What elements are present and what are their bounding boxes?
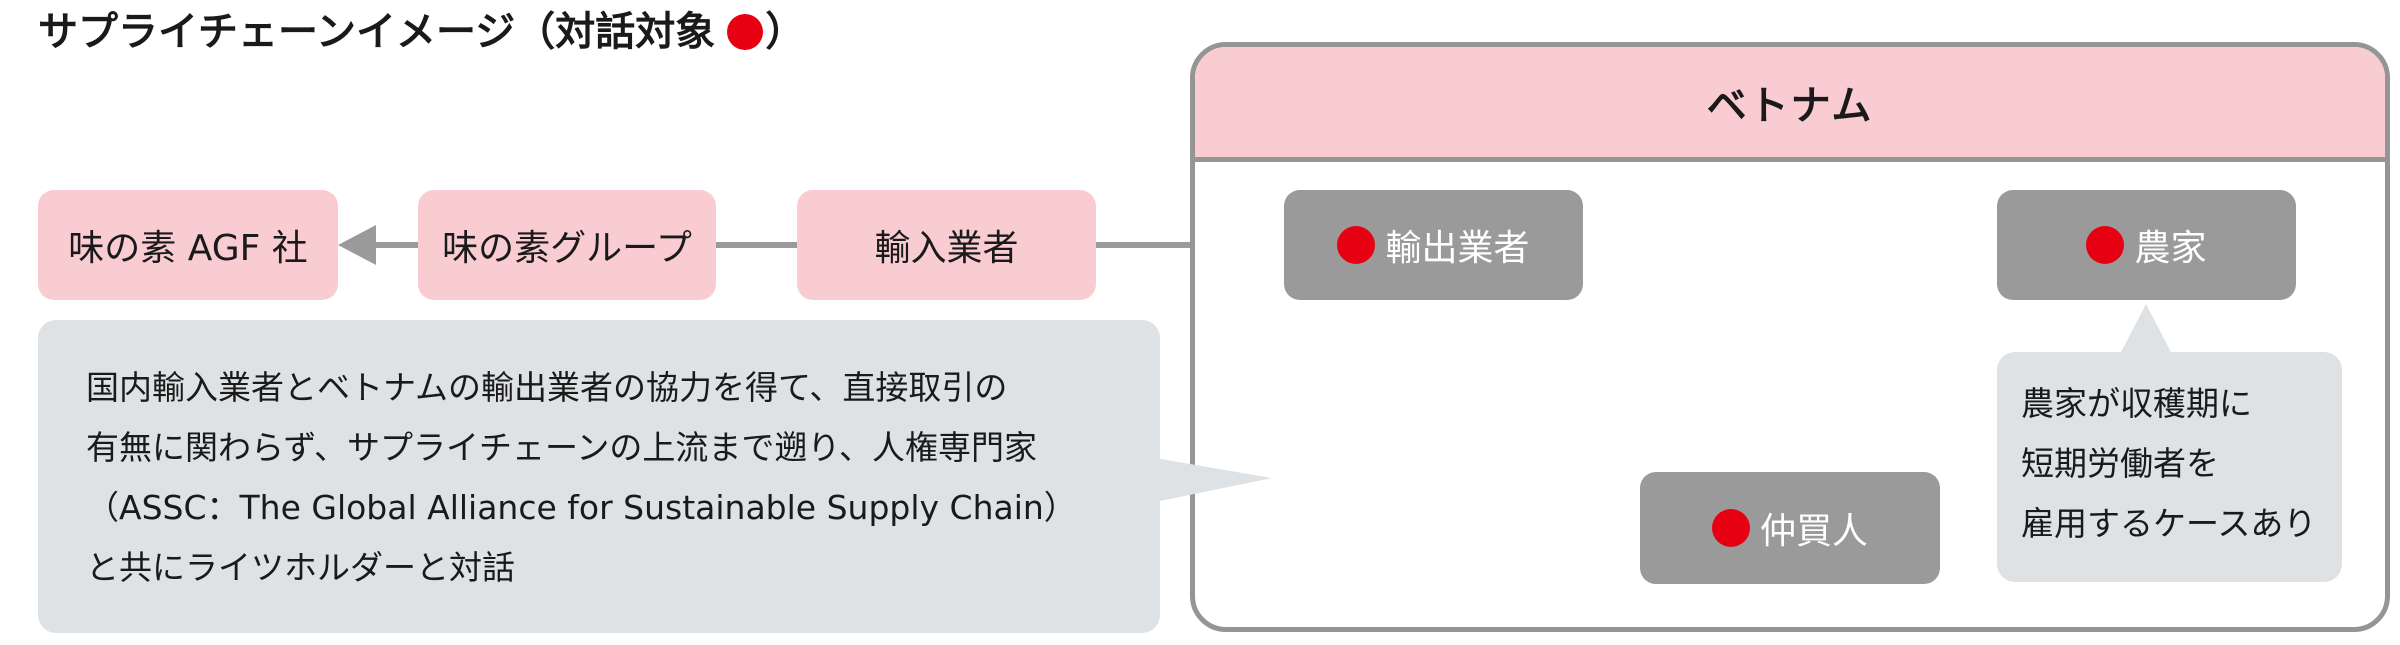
main-callout-line: と共にライツホルダーと対話 <box>86 548 515 587</box>
dialogue-target-marker <box>727 14 764 50</box>
main-callout-line: 国内輸入業者とベトナムの輸出業者の協力を得て、直接取引の <box>86 368 1008 407</box>
main-callout-pointer <box>1155 458 1272 502</box>
farmer-note-line: 雇用するケースあり <box>2021 504 2317 543</box>
main-callout-line: 有無に関わらず、サプライチェーンの上流まで遡り、人権専門家 <box>86 428 1038 467</box>
main-callout: 国内輸入業者とベトナムの輸出業者の協力を得て、直接取引の 有無に関わらず、サプラ… <box>38 320 1160 633</box>
farmer-note-line: 短期労働者を <box>2021 444 2219 483</box>
arrowhead-to-agf <box>338 225 376 265</box>
farmer-note-callout: 農家が収穫期に 短期労働者を 雇用するケースあり <box>1997 352 2342 582</box>
farmer-note-text: 農家が収穫期に 短期労働者を 雇用するケースあり <box>2021 374 2316 554</box>
node-farmer-label: 農家 <box>2134 228 2207 269</box>
main-callout-line: （ASSC：The Global Alliance for Sustainabl… <box>86 488 1077 527</box>
node-broker-label: 仲買人 <box>1759 511 1868 552</box>
farmer-note-line: 農家が収穫期に <box>2021 384 2252 423</box>
vietnam-region-header: ベトナム <box>1195 47 2385 162</box>
node-broker: 仲買人 <box>1640 472 1940 584</box>
node-exporter-label: 輸出業者 <box>1385 228 1530 269</box>
node-farmer: 農家 <box>1997 190 2296 300</box>
node-importer: 輸入業者 <box>797 190 1096 300</box>
main-callout-text: 国内輸入業者とベトナムの輸出業者の協力を得て、直接取引の 有無に関わらず、サプラ… <box>86 358 1077 598</box>
page-title: サプライチェーンイメージ（対話対象 ） <box>38 4 805 60</box>
node-ajinomoto-agf-label: 味の素 AGF 社 <box>68 228 308 269</box>
node-ajinomoto-agf: 味の素 AGF 社 <box>38 190 338 300</box>
page-title-text: サプライチェーンイメージ（対話対象 <box>38 9 716 55</box>
node-ajinomoto-group-label: 味の素グループ <box>442 228 692 269</box>
node-importer-label: 輸入業者 <box>874 228 1019 269</box>
node-exporter: 輸出業者 <box>1284 190 1583 300</box>
node-ajinomoto-group: 味の素グループ <box>418 190 716 300</box>
dialogue-target-marker <box>1711 509 1750 547</box>
dialogue-target-marker <box>2086 226 2125 264</box>
dialogue-target-marker <box>1337 226 1376 264</box>
farmer-note-pointer <box>2120 304 2172 354</box>
page-title-close: ） <box>765 9 806 55</box>
